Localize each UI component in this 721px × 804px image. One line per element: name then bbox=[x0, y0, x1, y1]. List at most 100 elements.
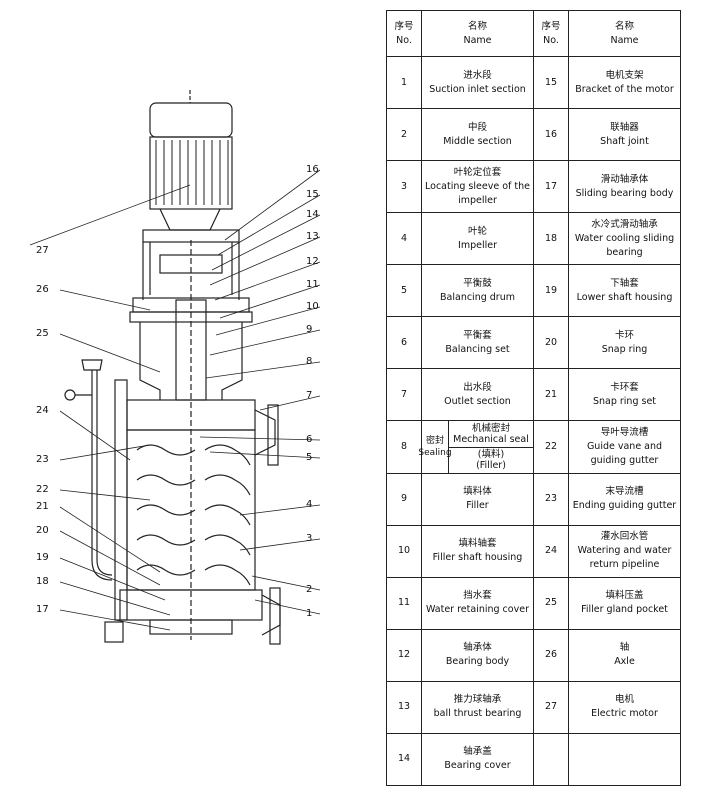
part-number: 20 bbox=[533, 316, 569, 370]
part-number: 6 bbox=[386, 316, 422, 370]
callout-7: 7 bbox=[306, 390, 312, 401]
suction-inlet-section bbox=[104, 587, 281, 645]
part-number: 4 bbox=[386, 212, 422, 266]
part-number: 15 bbox=[533, 56, 569, 110]
part-number: 23 bbox=[533, 472, 569, 526]
part-number: 26 bbox=[533, 628, 569, 682]
part-number: 25 bbox=[533, 576, 569, 630]
callout-2: 2 bbox=[306, 584, 312, 595]
part-number: 12 bbox=[386, 628, 422, 682]
part-number: 19 bbox=[533, 264, 569, 318]
part-number: 24 bbox=[533, 524, 569, 578]
callout-18: 18 bbox=[36, 576, 49, 587]
part-number: 13 bbox=[386, 680, 422, 734]
callout-16: 16 bbox=[306, 164, 319, 175]
callout-1: 1 bbox=[306, 608, 312, 619]
callout-23: 23 bbox=[36, 454, 49, 465]
callout-27: 27 bbox=[36, 245, 49, 256]
callout-9: 9 bbox=[306, 324, 312, 335]
callout-14: 14 bbox=[306, 209, 319, 220]
callout-24: 24 bbox=[36, 405, 49, 416]
part-number bbox=[533, 732, 569, 787]
callout-5: 5 bbox=[306, 452, 312, 463]
callout-12: 12 bbox=[306, 256, 319, 267]
part-number: 1 bbox=[386, 56, 422, 110]
pump-upper-body bbox=[114, 240, 243, 640]
callout-17: 17 bbox=[36, 604, 49, 615]
part-number: 3 bbox=[386, 160, 422, 214]
part-number: 5 bbox=[386, 264, 422, 318]
part-number: 10 bbox=[386, 524, 422, 578]
callout-13: 13 bbox=[306, 231, 319, 242]
part-name bbox=[568, 732, 681, 787]
callout-8: 8 bbox=[306, 356, 312, 367]
part-number: 18 bbox=[533, 212, 569, 266]
water-return-pipe bbox=[64, 359, 113, 581]
part-number: 14 bbox=[386, 732, 422, 787]
part-number: 17 bbox=[533, 160, 569, 214]
part-number: 11 bbox=[386, 576, 422, 630]
part-number: 2 bbox=[386, 108, 422, 162]
part-number: 22 bbox=[533, 420, 569, 474]
part-number: 27 bbox=[533, 680, 569, 734]
callout-21: 21 bbox=[36, 501, 49, 512]
callout-6: 6 bbox=[306, 434, 312, 445]
electric-motor bbox=[149, 90, 233, 231]
callout-26: 26 bbox=[36, 284, 49, 295]
callout-19: 19 bbox=[36, 552, 49, 563]
callout-3: 3 bbox=[306, 533, 312, 544]
callout-15: 15 bbox=[306, 189, 319, 200]
part-number: 8 bbox=[386, 420, 422, 474]
callout-11: 11 bbox=[306, 279, 319, 290]
pump-cross-section-drawing: 27 26 25 24 23 22 21 20 19 18 17 16 15 1… bbox=[29, 90, 321, 645]
callout-10: 10 bbox=[306, 301, 319, 312]
callout-22: 22 bbox=[36, 484, 49, 495]
part-number: 21 bbox=[533, 368, 569, 422]
callout-25: 25 bbox=[36, 328, 49, 339]
callout-4: 4 bbox=[306, 499, 312, 510]
